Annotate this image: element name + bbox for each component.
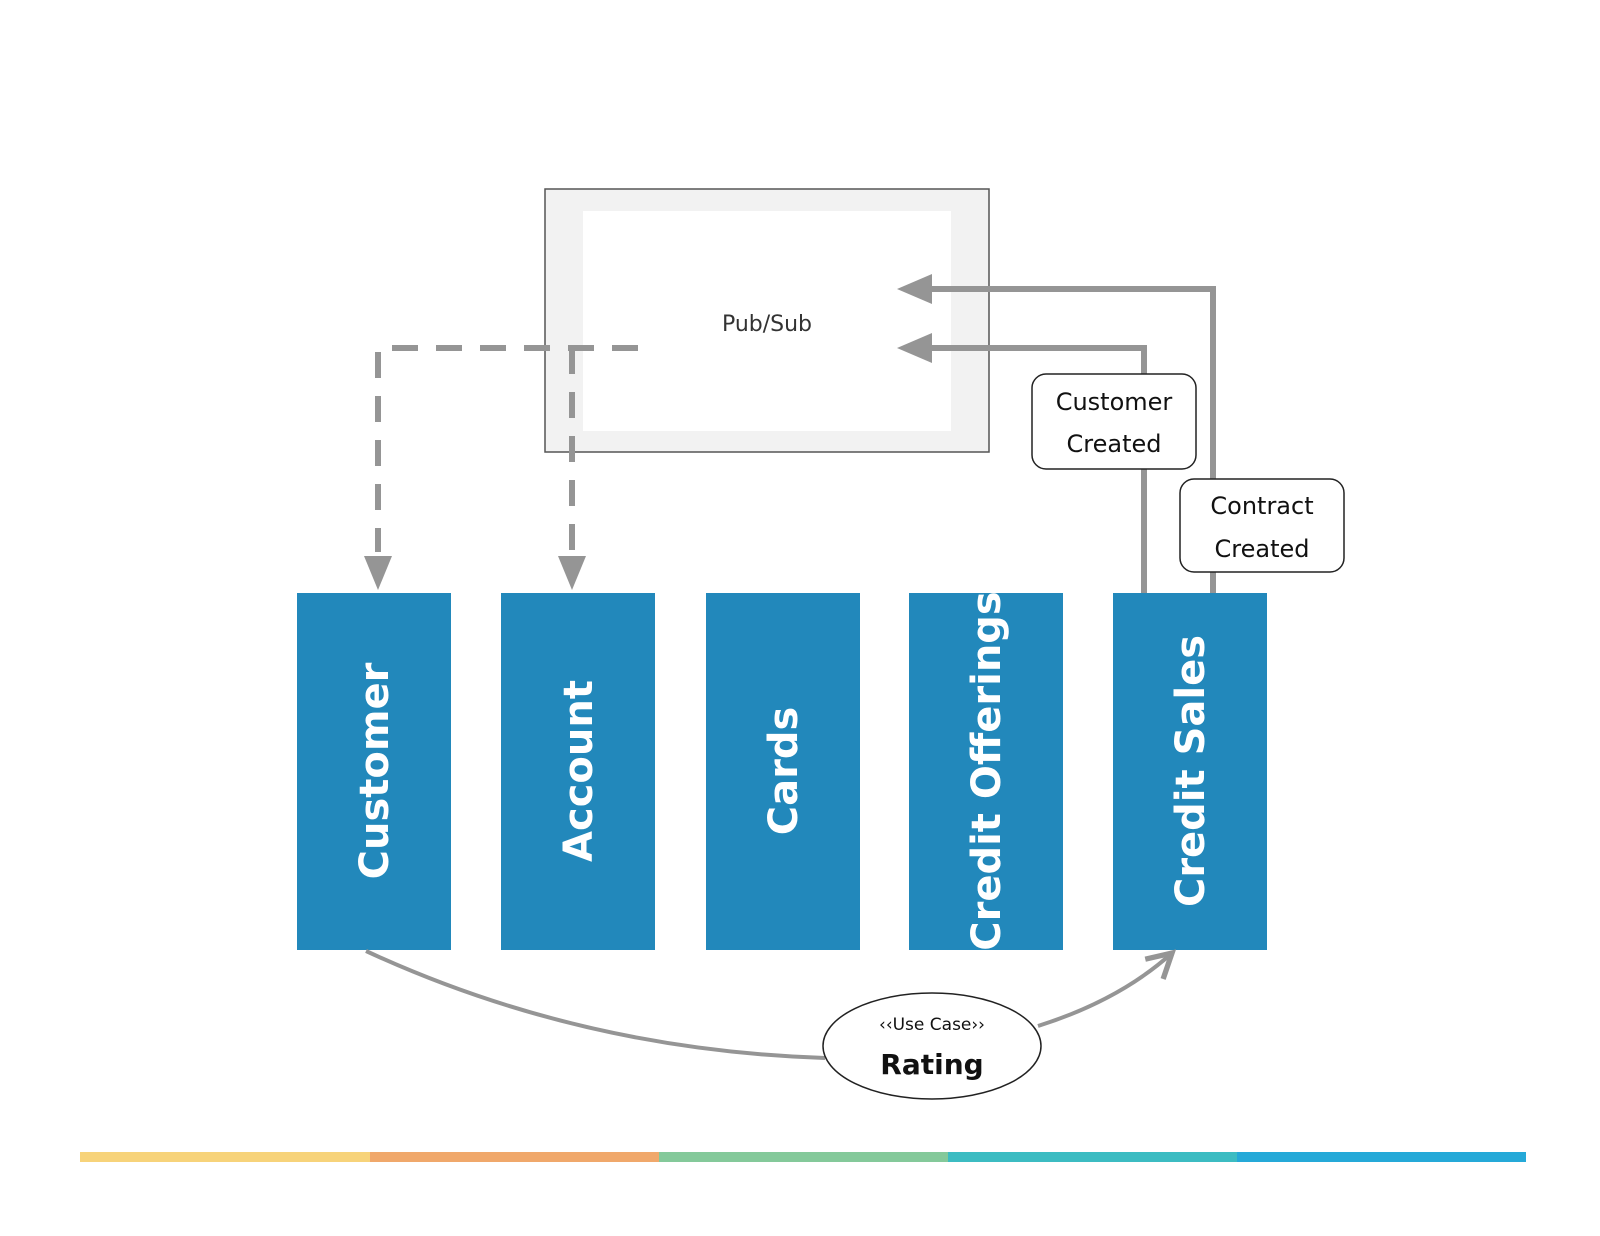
use-case-rating: ‹‹Use Case›› Rating [822,992,1042,1100]
use-case-name: Rating [880,1048,983,1081]
subscription-connector-customer [375,345,638,552]
service-customer: Customer [297,593,451,950]
event-customer-created: Customer Created [1031,373,1197,470]
service-credit-sales: Credit Sales [1113,593,1267,950]
pubsub-label: Pub/Sub [722,312,812,337]
service-label: Cards [761,707,807,836]
event-line-2: Created [1215,535,1310,563]
service-label: Customer [352,662,398,879]
arrowhead-publish-upper [897,274,932,304]
event-line-1: Customer [1056,388,1173,416]
publish-connector-customer-created [932,345,1147,593]
footer-segment [659,1152,948,1162]
arrowhead-account [558,556,586,590]
use-case-connector-right [1037,953,1172,1028]
service-cards: Cards [706,593,860,950]
service-label: Account [556,680,602,862]
service-credit-offerings: Credit Offerings [909,591,1063,951]
arrowhead-publish-lower [897,333,932,363]
event-contract-created: Contract Created [1179,478,1345,573]
event-line-1: Contract [1210,492,1313,520]
pubsub-broker: Pub/Sub [544,188,990,453]
subscription-connectors [375,345,638,552]
event-line-2: Created [1067,430,1162,458]
service-account: Account [501,593,655,950]
footer-segment [80,1152,370,1162]
footer-segment [948,1152,1237,1162]
arrowhead-customer [364,556,392,590]
footer-color-bar [80,1152,1526,1162]
service-label: Credit Offerings [964,591,1010,951]
use-case-connector-left [365,949,826,1060]
footer-segment [370,1152,659,1162]
service-label: Credit Sales [1168,635,1214,907]
footer-segment [1237,1152,1526,1162]
use-case-stereotype: ‹‹Use Case›› [879,1015,985,1035]
